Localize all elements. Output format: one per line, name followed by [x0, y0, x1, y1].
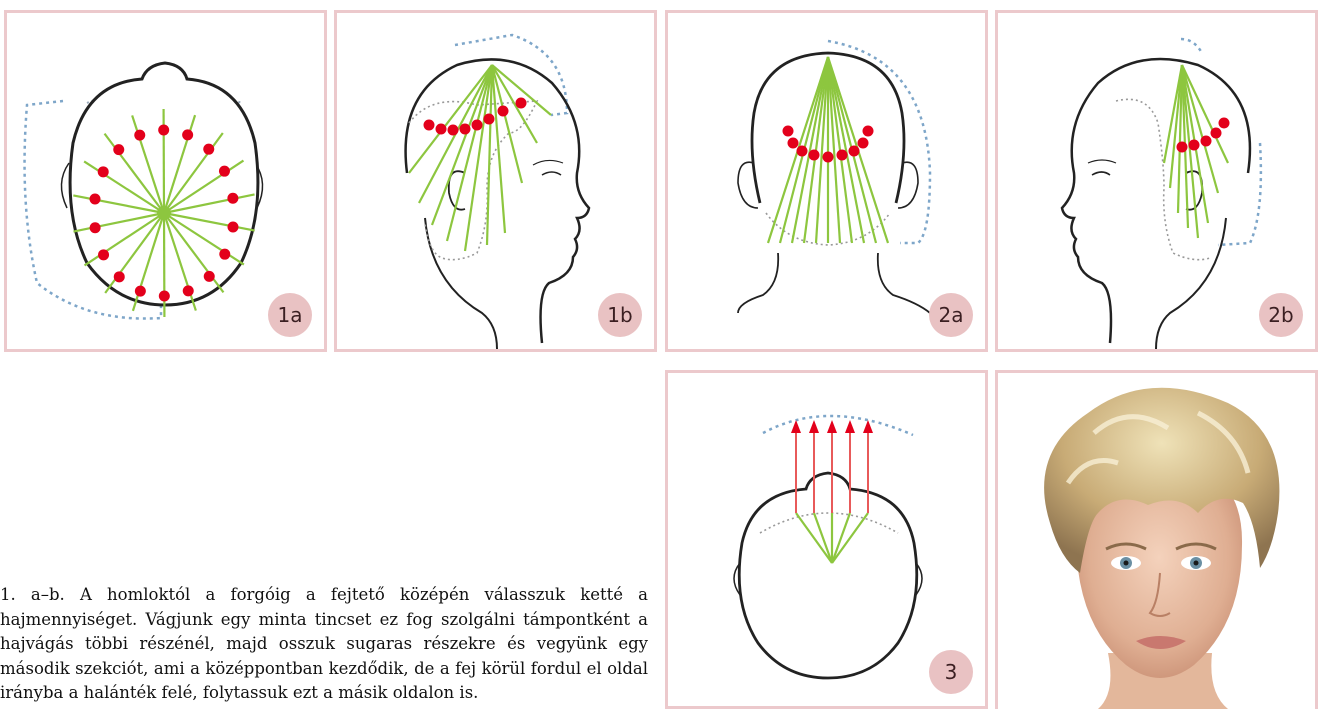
figure-label-badge: 1b [598, 293, 642, 337]
figure-label-badge: 1a [268, 293, 312, 337]
figure-1a-panel: 1a [4, 10, 327, 352]
figure-label-badge: 2a [929, 293, 973, 337]
portrait-photo-panel [995, 370, 1318, 709]
instruction-caption: 1. a–b. A homloktól a forgóig a fejtető … [0, 583, 648, 706]
figure-2a-panel: 2a [665, 10, 988, 352]
figure-3-panel: 3 [665, 370, 988, 709]
figure-1b-panel: 1b [334, 10, 657, 352]
figure-label-badge: 3 [929, 650, 973, 694]
portrait-photo [998, 373, 1315, 709]
figure-label-badge: 2b [1259, 293, 1303, 337]
figure-2b-panel: 2b [995, 10, 1318, 352]
